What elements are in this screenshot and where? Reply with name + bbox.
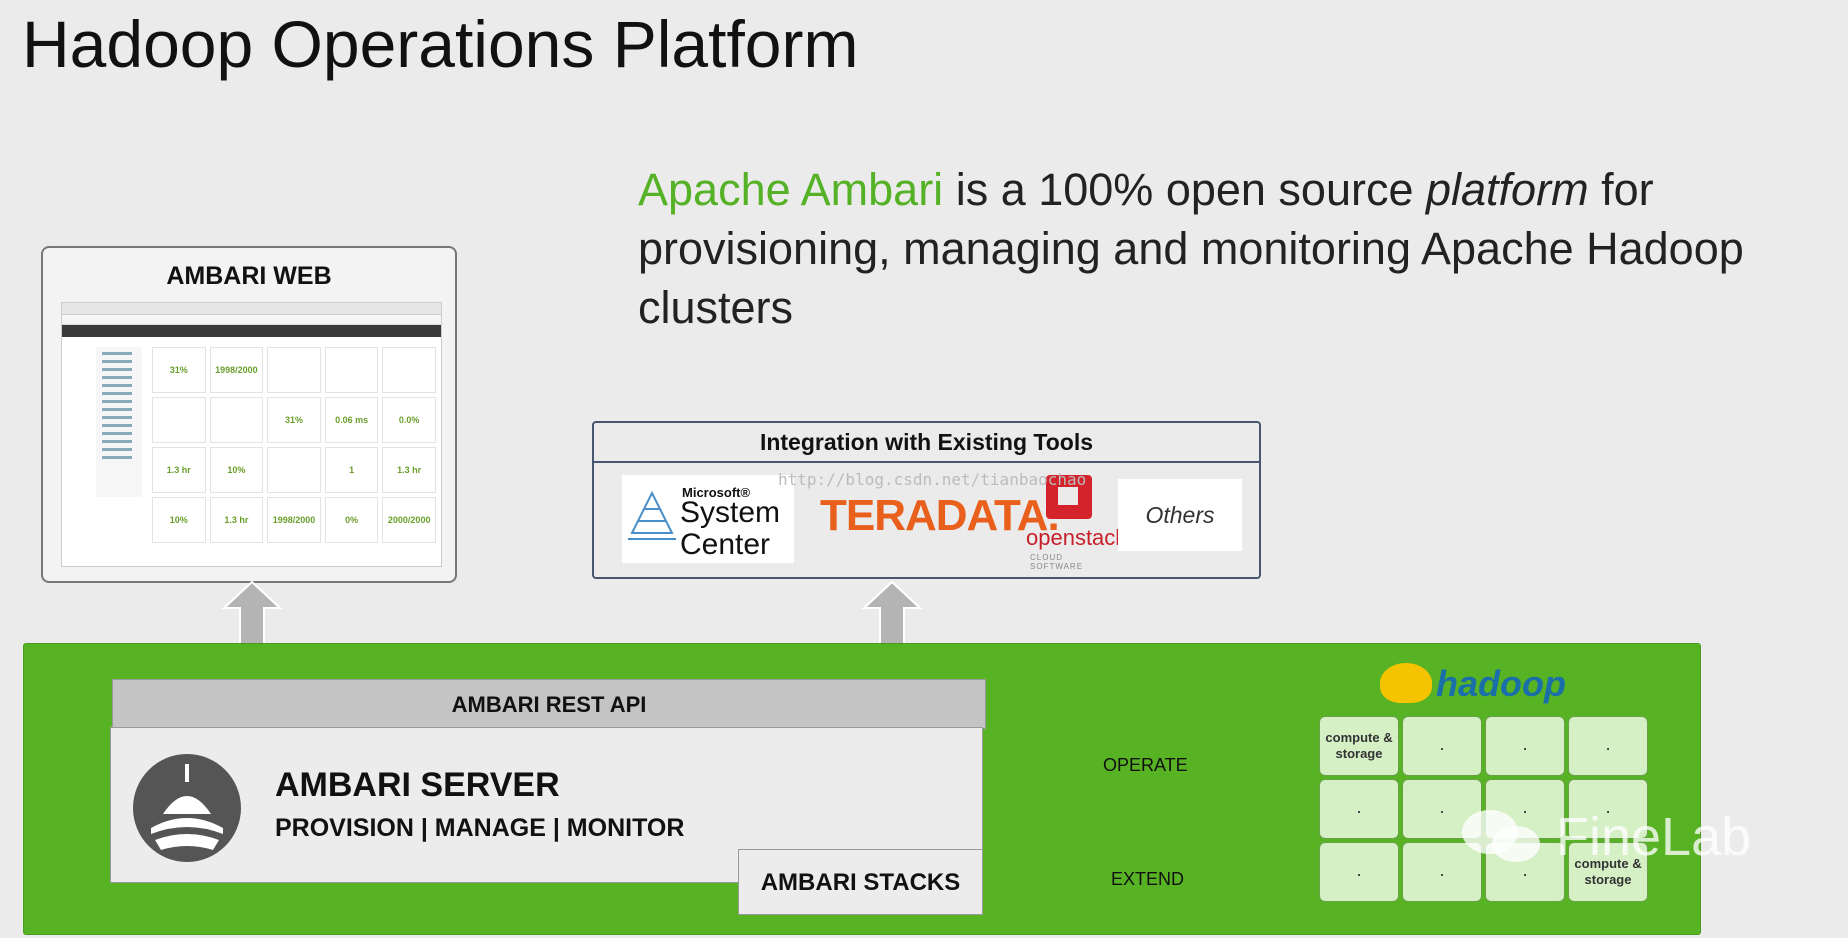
metric-widget: 0% [324, 497, 379, 543]
metric-widget [267, 447, 321, 493]
ambari-server-title: AMBARI SERVER [275, 766, 560, 804]
ambari-server-subtitle: PROVISION | MANAGE | MONITOR [275, 814, 685, 842]
operate-label: OPERATE [1103, 755, 1188, 775]
metric-widget: 0.0% [382, 397, 436, 443]
metric-widget: 1 [324, 447, 379, 493]
hadoop-elephant-icon [1380, 663, 1432, 703]
metric-widget: 31% [267, 397, 321, 443]
page-title: Hadoop Operations Platform [22, 7, 859, 81]
intro-part1: is a 100% open source [943, 164, 1426, 215]
system-center-line2: Center [680, 528, 771, 561]
extend-label: EXTEND [1111, 869, 1185, 889]
metric-widget: 1.3 hr [152, 447, 206, 493]
ambari-web-title: AMBARI WEB [166, 262, 332, 290]
ambari-logo-icon [133, 754, 241, 862]
browser-urlbar [62, 315, 441, 325]
ambari-dome-icon [151, 764, 223, 850]
system-center-line1: System [680, 496, 781, 529]
intro-text: Apache Ambari is a 100% open source plat… [638, 160, 1848, 337]
metric-widget: 1.3 hr [382, 447, 436, 493]
cluster-node: . [1402, 779, 1482, 839]
ambari-nav-bar [62, 325, 441, 337]
cluster-node: . [1319, 779, 1399, 839]
cluster-node: . [1485, 716, 1565, 776]
others-box: Others [1118, 479, 1242, 551]
cluster-node: . [1402, 842, 1482, 902]
ambari-stacks: AMBARI STACKS [738, 849, 983, 915]
ambari-rest-api: AMBARI REST API [112, 679, 986, 729]
metric-widget: 2000/2000 [382, 497, 436, 543]
browser-chrome [62, 303, 441, 315]
cluster-node: . [1402, 716, 1482, 776]
cluster-node: . [1568, 779, 1648, 839]
metric-widget [209, 397, 264, 443]
metric-widget [324, 347, 379, 393]
metric-widget: 1998/2000 [267, 497, 321, 543]
blog-watermark: http://blog.csdn.net/tianbaochao [778, 470, 1087, 489]
microsoft-system-center-logo: Microsoft® System Center [622, 475, 794, 563]
openstack-logo: openstack CLOUD SOFTWARE [1026, 475, 1126, 571]
metric-widget: 10% [209, 447, 264, 493]
wechat-icon [1462, 810, 1540, 862]
ambari-side-list [96, 347, 142, 497]
openstack-cube-icon [1046, 475, 1092, 519]
teradata-logo: TERADATA. [820, 491, 1060, 540]
metric-widget: 0.06 ms [324, 397, 379, 443]
intro-italic: platform [1426, 164, 1589, 215]
openstack-label: openstack [1026, 525, 1127, 550]
hadoop-logo-text: hadoop [1436, 663, 1566, 704]
metric-widget [382, 347, 436, 393]
integration-title: Integration with Existing Tools [594, 423, 1259, 463]
cluster-node: . [1319, 842, 1399, 902]
finelab-watermark: FineLab [1556, 807, 1752, 867]
intro-part2: for provisioning, managing and monitorin… [638, 164, 1744, 333]
metric-widget [152, 397, 206, 443]
system-center-text: System Center [680, 497, 780, 561]
metric-widget: 10% [152, 497, 206, 543]
system-center-icon [628, 490, 676, 540]
cluster-node: compute & storage [1319, 716, 1399, 776]
microsoft-label: Microsoft® [682, 485, 751, 500]
metric-widget: 31% [152, 347, 206, 393]
metric-widget [267, 347, 321, 393]
metric-widget: 1998/2000 [209, 347, 264, 393]
cluster-node: . [1568, 716, 1648, 776]
integration-box: Integration with Existing Tools Microsof… [592, 421, 1261, 579]
cluster-grid: compute & storage..........compute & sto… [1319, 716, 1649, 902]
openstack-sub: CLOUD SOFTWARE [1030, 553, 1084, 571]
metric-widget: 1.3 hr [209, 497, 264, 543]
intro-highlight: Apache Ambari [638, 164, 944, 215]
cluster-node: compute & storage [1568, 842, 1648, 902]
